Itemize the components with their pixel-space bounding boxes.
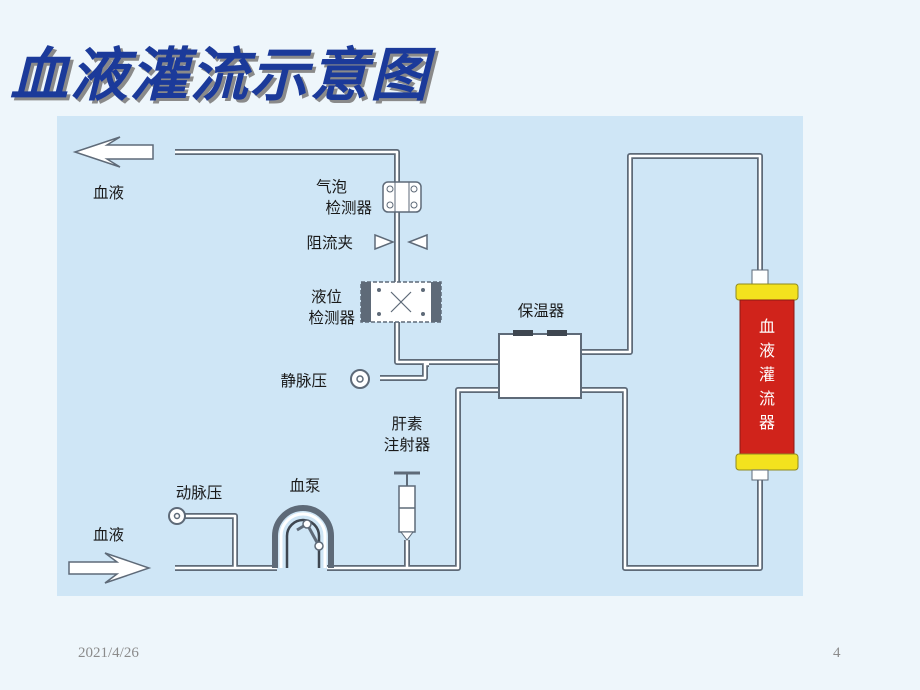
clamp-label: 阻流夹 — [306, 234, 353, 252]
heparin-syringe-label-line1: 肝素 — [391, 415, 422, 433]
slide-date: 2021/4/26 — [78, 645, 139, 661]
perfusion-device-label-char: 器 — [759, 413, 775, 432]
slide-title: 血液灌流示意图 — [10, 41, 431, 109]
blood-in-label: 血液 — [93, 526, 124, 544]
perfusion-device-label-char: 液 — [759, 341, 775, 360]
bubble-detector-icon — [382, 181, 422, 213]
level-detector-icon — [360, 281, 442, 323]
perfusion-device-label-char: 血 — [759, 317, 775, 336]
bubble-detector-label-line2: 检测器 — [325, 199, 372, 217]
clamp-icon — [374, 233, 428, 251]
blood-out-label: 血液 — [93, 184, 124, 202]
venous-pressure-label: 静脉压 — [280, 372, 327, 390]
bubble-detector-label-line1: 气泡 — [316, 178, 347, 196]
perfusion-device — [735, 269, 799, 481]
arterial-pressure-label: 动脉压 — [176, 484, 223, 502]
diagram-panel — [57, 116, 803, 596]
tubing — [175, 149, 763, 571]
blood-out-arrow — [72, 136, 154, 168]
blood-pump-label: 血泵 — [289, 477, 320, 495]
warmer-box — [498, 330, 582, 399]
blood-pump-icon — [272, 505, 334, 568]
hemoperfusion-diagram: 血液 血液 气泡 检测器 阻流夹 液位 检测器 静脉压 保温器 肝素 注射器 动… — [57, 116, 803, 596]
heparin-syringe-icon — [394, 471, 420, 541]
perfusion-device-label-char: 流 — [759, 389, 775, 408]
heparin-syringe-label-line2: 注射器 — [384, 436, 431, 454]
warmer-label: 保温器 — [518, 302, 565, 320]
level-detector-label-line2: 检测器 — [308, 309, 355, 327]
perfusion-device-label-char: 灌 — [759, 365, 775, 384]
venous-pressure-gauge-icon — [350, 369, 370, 389]
slide-number: 4 — [833, 645, 841, 661]
arterial-pressure-gauge-icon — [168, 507, 186, 525]
blood-in-arrow — [68, 552, 152, 584]
level-detector-label-line1: 液位 — [311, 288, 342, 306]
